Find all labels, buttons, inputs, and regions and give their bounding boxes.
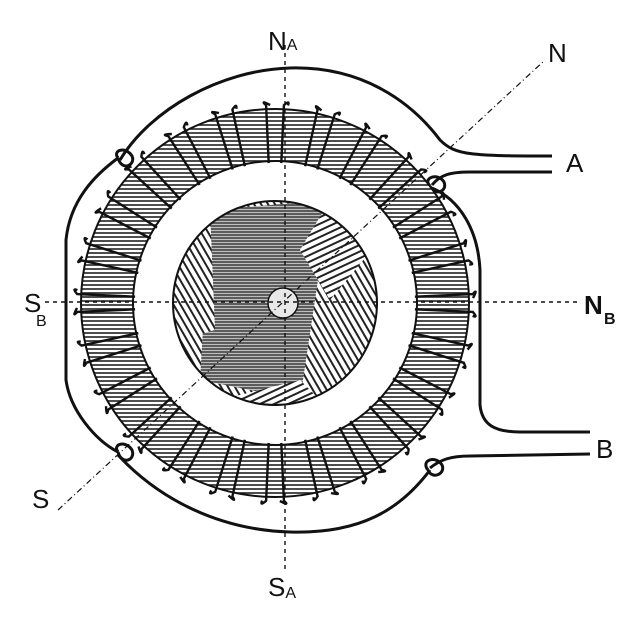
coil-turn: [122, 396, 173, 438]
coil-turn: [94, 207, 152, 240]
label-north-a: NA: [268, 26, 298, 56]
coil-turn: [408, 344, 467, 370]
coil-turn: [140, 150, 182, 201]
ring-armature: [80, 108, 470, 498]
rotor-core: [172, 200, 378, 406]
coil-turn: [82, 344, 142, 368]
label-terminal-b: B: [596, 434, 614, 464]
coil-turn: [77, 255, 139, 275]
axes: [45, 45, 580, 570]
coil-turn: [303, 439, 319, 502]
coil-turn: [76, 331, 139, 347]
coil-turn: [368, 405, 410, 456]
coil-turn: [260, 442, 270, 505]
coil-turn: [280, 101, 290, 164]
coil-turn: [398, 366, 456, 399]
coil-turn: [411, 331, 473, 351]
ring-coils: [73, 101, 477, 505]
coil-turn: [411, 259, 474, 275]
label-resultant-north: N: [548, 38, 567, 68]
label-terminal-a: A: [566, 148, 584, 178]
coil-turn: [349, 420, 387, 474]
label-resultant-south: S: [32, 484, 50, 514]
coil-turn: [83, 236, 142, 262]
label-north-b: N B: [584, 290, 616, 328]
coil-turn: [392, 377, 444, 417]
coil-turn: [316, 436, 340, 496]
coil-turn: [338, 426, 368, 485]
coil-turn: [123, 165, 173, 210]
coil-turn: [208, 436, 234, 495]
coil-turn: [262, 101, 271, 164]
coil-turn: [161, 420, 201, 472]
coil-turn: [73, 307, 136, 316]
coil-turn: [408, 238, 468, 262]
coil-turn: [73, 288, 136, 298]
coil-turn: [104, 377, 158, 415]
coil-turn: [182, 121, 212, 180]
coil-turn: [210, 110, 234, 170]
coil-turn: [279, 442, 288, 505]
coil-turn: [377, 396, 427, 441]
label-south-a: SA: [268, 572, 297, 602]
label-south-b: S B: [24, 288, 47, 330]
shaft: [267, 287, 299, 319]
coil-turn: [338, 122, 371, 180]
coil-turn: [414, 290, 477, 299]
coil-turn: [179, 426, 212, 484]
coil-turn: [93, 366, 152, 396]
coil-turn: [368, 151, 413, 201]
coil-turn: [303, 105, 323, 167]
coil-turn: [316, 111, 342, 170]
coil-turn: [227, 439, 247, 501]
coil-turn: [137, 405, 182, 455]
connection-wires: [64, 66, 591, 534]
coil-turn: [163, 132, 201, 186]
coil-turn: [231, 104, 247, 167]
coil-turn: [349, 134, 389, 186]
coil-turn: [398, 210, 457, 240]
coil-turn: [414, 308, 477, 318]
coil-turn: [392, 191, 446, 229]
coil-turn: [106, 189, 158, 229]
coil-turn: [377, 168, 428, 210]
